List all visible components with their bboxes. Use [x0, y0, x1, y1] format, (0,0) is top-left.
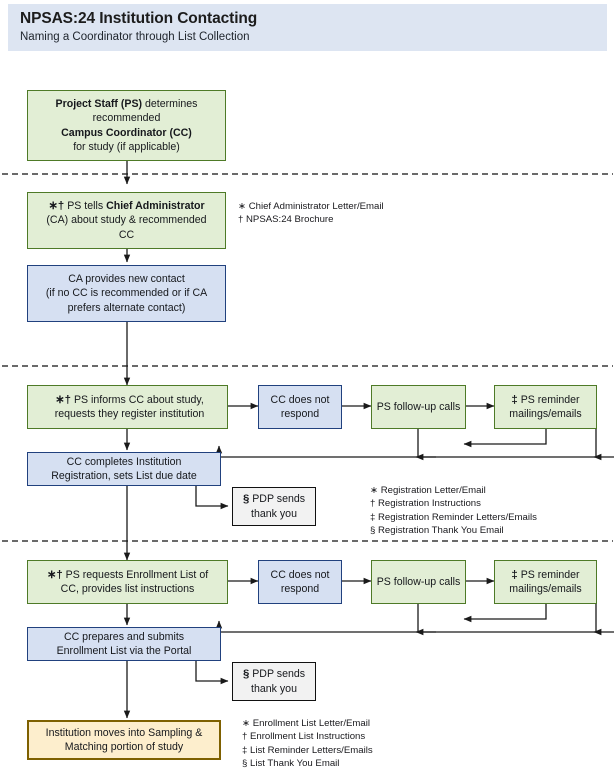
ps-reminder-1-line1: PS reminder: [517, 393, 580, 406]
page-title: NPSAS:24 Institution Contacting: [20, 10, 258, 27]
ps-informs-cc-line1: PS informs CC about study,: [71, 393, 204, 406]
node-cc-does-not-respond-1[interactable]: CC does not respond: [258, 385, 342, 429]
node-institution-sampling[interactable]: Institution moves into Sampling & Matchi…: [27, 720, 221, 760]
notes-enrollment-list: ∗ Enrollment List Letter/Email † Enrollm…: [242, 717, 373, 771]
footnote-symbol-pdp-2: §: [242, 668, 250, 681]
ps-tells-ca-part1: PS tells: [64, 200, 107, 213]
footnote-symbol-pdp-1: §: [242, 493, 250, 506]
page-subtitle: Naming a Coordinator through List Collec…: [20, 31, 250, 43]
ps-informs-cc-line2: requests they register institution: [54, 408, 205, 420]
ps-determines-line1-bold: Project Staff (PS): [55, 98, 143, 111]
note-item: ‡ List Reminder Letters/Emails: [242, 744, 373, 756]
cc-no-respond-1-line1: CC does not: [270, 393, 330, 406]
node-cc-submits-enrollment-list[interactable]: CC prepares and submits Enrollment List …: [27, 627, 221, 661]
node-ps-followup-calls-2[interactable]: PS follow-up calls: [371, 560, 466, 604]
note-item: § Registration Thank You Email: [370, 525, 504, 537]
node-ps-reminder-mailings-1[interactable]: ‡ PS reminder mailings/emails: [494, 385, 597, 429]
notes-registration: ∗ Registration Letter/Email † Registrati…: [370, 484, 537, 538]
node-ca-provides-contact[interactable]: CA provides new contact (if no CC is rec…: [27, 265, 226, 322]
institution-sampling-line2: Matching portion of study: [64, 741, 184, 753]
node-ps-requests-enrollment-list[interactable]: ∗† PS requests Enrollment List of CC, pr…: [27, 560, 228, 604]
node-cc-completes-registration[interactable]: CC completes Institution Registration, s…: [27, 452, 221, 486]
node-ps-followup-calls-1[interactable]: PS follow-up calls: [371, 385, 466, 429]
ps-requests-list-line2: CC, provides list instructions: [60, 583, 195, 595]
note-item: ‡ Registration Reminder Letters/Emails: [370, 511, 537, 523]
footnote-symbols-ps-requests-list: ∗†: [46, 568, 63, 581]
cc-no-respond-1-line2: respond: [280, 408, 320, 420]
ca-provides-line2: (if no CC is recommended or if CA: [45, 287, 208, 300]
note-item: § List Thank You Email: [242, 758, 340, 770]
cc-no-respond-2-line2: respond: [280, 583, 320, 595]
pdp-thanks-2-line1: PDP sends: [249, 668, 306, 681]
institution-sampling-line1: Institution moves into Sampling &: [45, 726, 203, 739]
pdp-thanks-2-line2: thank you: [251, 682, 297, 695]
cc-submits-list-line1: CC prepares and submits: [63, 630, 185, 643]
footnote-symbol-ps-reminder-1: ‡: [511, 393, 518, 406]
cc-no-respond-2-line1: CC does not: [270, 568, 330, 581]
notes-chief-administrator: ∗ Chief Administrator Letter/Email † NPS…: [238, 200, 384, 227]
footnote-symbols-ps-informs-cc: ∗†: [55, 393, 71, 406]
ps-determines-line4: for study (if applicable): [73, 140, 180, 153]
ca-provides-line3: prefers alternate contact): [67, 301, 186, 314]
ps-followup-2-line1: PS follow-up calls: [376, 575, 461, 588]
ps-tells-ca-line2: (CA) about study & recommended: [46, 214, 207, 227]
footnote-symbol-ps-reminder-2: ‡: [511, 568, 518, 581]
ps-determines-line1-rest: determines: [142, 98, 198, 111]
header-banner: NPSAS:24 Institution Contacting Naming a…: [8, 4, 607, 51]
cc-completes-reg-line2: Registration, sets List due date: [51, 470, 197, 482]
note-item: ∗ Registration Letter/Email: [370, 485, 486, 496]
ps-determines-line3-bold: Campus Coordinator (CC): [61, 126, 192, 139]
ps-reminder-2-line1: PS reminder: [517, 568, 580, 581]
cc-completes-reg-line1: CC completes Institution: [66, 455, 182, 468]
note-item: † Enrollment List Instructions: [242, 731, 366, 743]
ps-tells-ca-part1-bold: Chief Administrator: [106, 200, 205, 213]
node-ps-determines[interactable]: Project Staff (PS) determines recommende…: [27, 90, 226, 161]
ps-reminder-2-line2: mailings/emails: [509, 583, 582, 595]
node-cc-does-not-respond-2[interactable]: CC does not respond: [258, 560, 342, 604]
ps-tells-ca-line3: CC: [118, 228, 135, 241]
node-pdp-sends-thank-you-1[interactable]: § PDP sends thank you: [232, 487, 316, 526]
ps-requests-list-line1: PS requests Enrollment List of: [62, 568, 209, 581]
note-item: † NPSAS:24 Brochure: [238, 214, 334, 226]
ps-reminder-1-line2: mailings/emails: [509, 408, 582, 420]
ps-determines-line2: recommended: [92, 112, 161, 125]
note-item: † Registration Instructions: [370, 498, 481, 510]
note-item: ∗ Chief Administrator Letter/Email: [238, 201, 384, 212]
pdp-thanks-1-line1: PDP sends: [249, 493, 306, 506]
node-ps-informs-cc[interactable]: ∗† PS informs CC about study, requests t…: [27, 385, 228, 429]
ca-provides-line1: CA provides new contact: [68, 273, 185, 286]
ps-followup-1-line1: PS follow-up calls: [376, 400, 461, 413]
footnote-symbols-ps-tells-ca: ∗†: [48, 200, 65, 213]
note-item: ∗ Enrollment List Letter/Email: [242, 718, 371, 729]
pdp-thanks-1-line2: thank you: [251, 507, 297, 520]
node-ps-reminder-mailings-2[interactable]: ‡ PS reminder mailings/emails: [494, 560, 597, 604]
cc-submits-list-line2: Enrollment List via the Portal: [56, 645, 192, 657]
node-ps-tells-ca[interactable]: ∗† PS tells Chief Administrator (CA) abo…: [27, 192, 226, 249]
node-pdp-sends-thank-you-2[interactable]: § PDP sends thank you: [232, 662, 316, 701]
